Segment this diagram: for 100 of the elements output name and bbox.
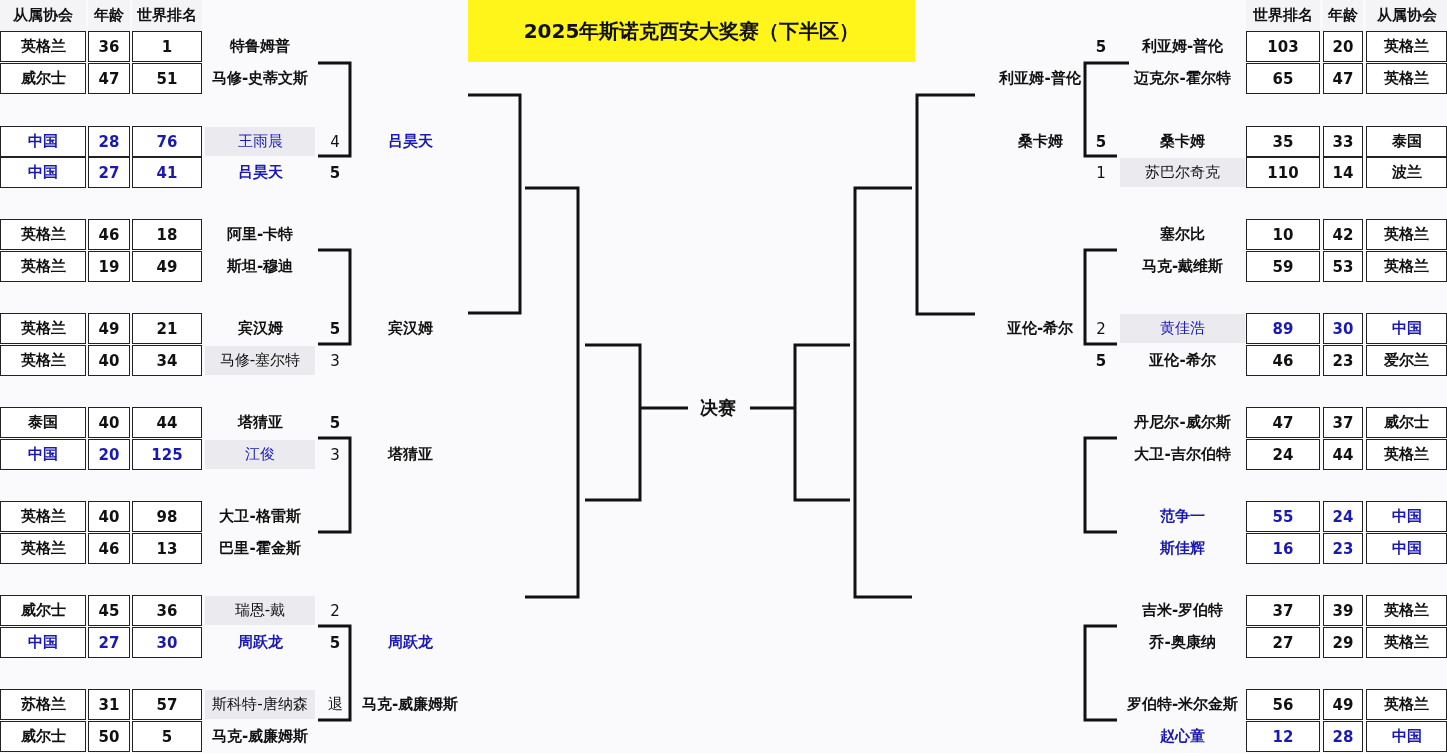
table-cell: 10 [1246, 219, 1320, 250]
table-cell: 49 [88, 313, 130, 344]
table-cell: 27 [88, 157, 130, 188]
player-name: 塞尔比 [1120, 220, 1245, 249]
table-cell: 49 [1323, 689, 1363, 720]
table-cell: 40 [88, 345, 130, 376]
player-name: 罗伯特-米尔金斯 [1120, 690, 1245, 719]
table-cell: 37 [1246, 595, 1320, 626]
table-cell: 英格兰 [1366, 595, 1447, 626]
score: 5 [328, 412, 342, 434]
player-name: 迈克尔-霍尔特 [1120, 64, 1245, 93]
column-header: 世界排名 [1246, 0, 1320, 31]
table-cell: 24 [1323, 501, 1363, 532]
table-cell: 13 [132, 533, 202, 564]
winner-name: 桑卡姆 [1016, 131, 1064, 152]
player-name: 特鲁姆普 [205, 32, 315, 61]
player-name: 巴里-霍金斯 [205, 534, 315, 563]
table-cell: 20 [88, 439, 130, 470]
table-cell: 14 [1323, 157, 1363, 188]
table-cell: 中国 [1366, 313, 1447, 344]
table-cell: 英格兰 [0, 251, 86, 282]
table-cell: 29 [1323, 627, 1363, 658]
table-cell: 39 [1323, 595, 1363, 626]
table-cell: 苏格兰 [0, 689, 86, 720]
table-cell: 40 [88, 407, 130, 438]
table-cell: 19 [88, 251, 130, 282]
column-header: 年龄 [88, 0, 130, 31]
player-name: 黄佳浩 [1120, 314, 1245, 343]
winner-name: 宾汉姆 [386, 318, 434, 339]
score: 1 [1095, 162, 1107, 184]
table-cell: 泰国 [0, 407, 86, 438]
table-cell: 威尔士 [0, 595, 86, 626]
table-cell: 47 [1323, 63, 1363, 94]
table-cell: 33 [1323, 126, 1363, 157]
table-cell: 中国 [0, 157, 86, 188]
table-cell: 76 [132, 126, 202, 157]
table-cell: 中国 [1366, 721, 1447, 752]
player-name: 塔猜亚 [205, 408, 315, 437]
player-name: 斯坦-穆迪 [205, 252, 315, 281]
table-cell: 27 [1246, 627, 1320, 658]
table-cell: 12 [1246, 721, 1320, 752]
table-cell: 英格兰 [0, 501, 86, 532]
table-cell: 英格兰 [0, 345, 86, 376]
winner-name: 周跃龙 [386, 632, 434, 653]
column-header: 年龄 [1323, 0, 1363, 31]
table-cell: 27 [88, 627, 130, 658]
table-cell: 125 [132, 439, 202, 470]
table-cell: 47 [88, 63, 130, 94]
winner-name: 塔猜亚 [386, 444, 434, 465]
player-name: 大卫-格雷斯 [205, 502, 315, 531]
table-cell: 98 [132, 501, 202, 532]
table-cell: 65 [1246, 63, 1320, 94]
table-cell: 18 [132, 219, 202, 250]
table-cell: 1 [132, 31, 202, 62]
table-cell: 5 [132, 721, 202, 752]
table-cell: 英格兰 [1366, 439, 1447, 470]
table-cell: 英格兰 [1366, 31, 1447, 62]
table-cell: 53 [1323, 251, 1363, 282]
player-name: 斯佳辉 [1120, 534, 1245, 563]
column-header: 世界排名 [132, 0, 202, 31]
winner-name: 亚伦-希尔 [1005, 318, 1075, 339]
player-name: 马修-史蒂文斯 [205, 64, 315, 93]
table-cell: 34 [132, 345, 202, 376]
table-cell: 英格兰 [0, 533, 86, 564]
table-cell: 威尔士 [0, 721, 86, 752]
table-cell: 爱尔兰 [1366, 345, 1447, 376]
table-cell: 50 [88, 721, 130, 752]
table-cell: 31 [88, 689, 130, 720]
table-cell: 泰国 [1366, 126, 1447, 157]
table-cell: 55 [1246, 501, 1320, 532]
player-name: 乔-奥康纳 [1120, 628, 1245, 657]
table-cell: 89 [1246, 313, 1320, 344]
table-cell: 46 [88, 533, 130, 564]
table-cell: 110 [1246, 157, 1320, 188]
table-cell: 46 [1246, 345, 1320, 376]
table-cell: 35 [1246, 126, 1320, 157]
player-name: 瑞恩-戴 [205, 596, 315, 625]
score: 5 [1094, 131, 1108, 153]
table-cell: 41 [132, 157, 202, 188]
player-name: 马克-威廉姆斯 [205, 722, 315, 751]
table-cell: 威尔士 [0, 63, 86, 94]
player-name: 吉米-罗伯特 [1120, 596, 1245, 625]
table-cell: 36 [132, 595, 202, 626]
table-cell: 中国 [0, 126, 86, 157]
table-cell: 英格兰 [1366, 689, 1447, 720]
score: 3 [329, 444, 341, 466]
table-cell: 24 [1246, 439, 1320, 470]
column-header: 从属协会 [0, 0, 86, 31]
table-cell: 46 [88, 219, 130, 250]
table-cell: 23 [1323, 533, 1363, 564]
player-name: 宾汉姆 [205, 314, 315, 343]
table-cell: 21 [132, 313, 202, 344]
table-cell: 51 [132, 63, 202, 94]
player-name: 江俊 [205, 440, 315, 469]
winner-name: 马克-威廉姆斯 [360, 694, 460, 715]
table-cell: 42 [1323, 219, 1363, 250]
table-cell: 57 [132, 689, 202, 720]
table-cell: 英格兰 [0, 313, 86, 344]
score: 5 [328, 632, 342, 654]
table-cell: 中国 [1366, 533, 1447, 564]
